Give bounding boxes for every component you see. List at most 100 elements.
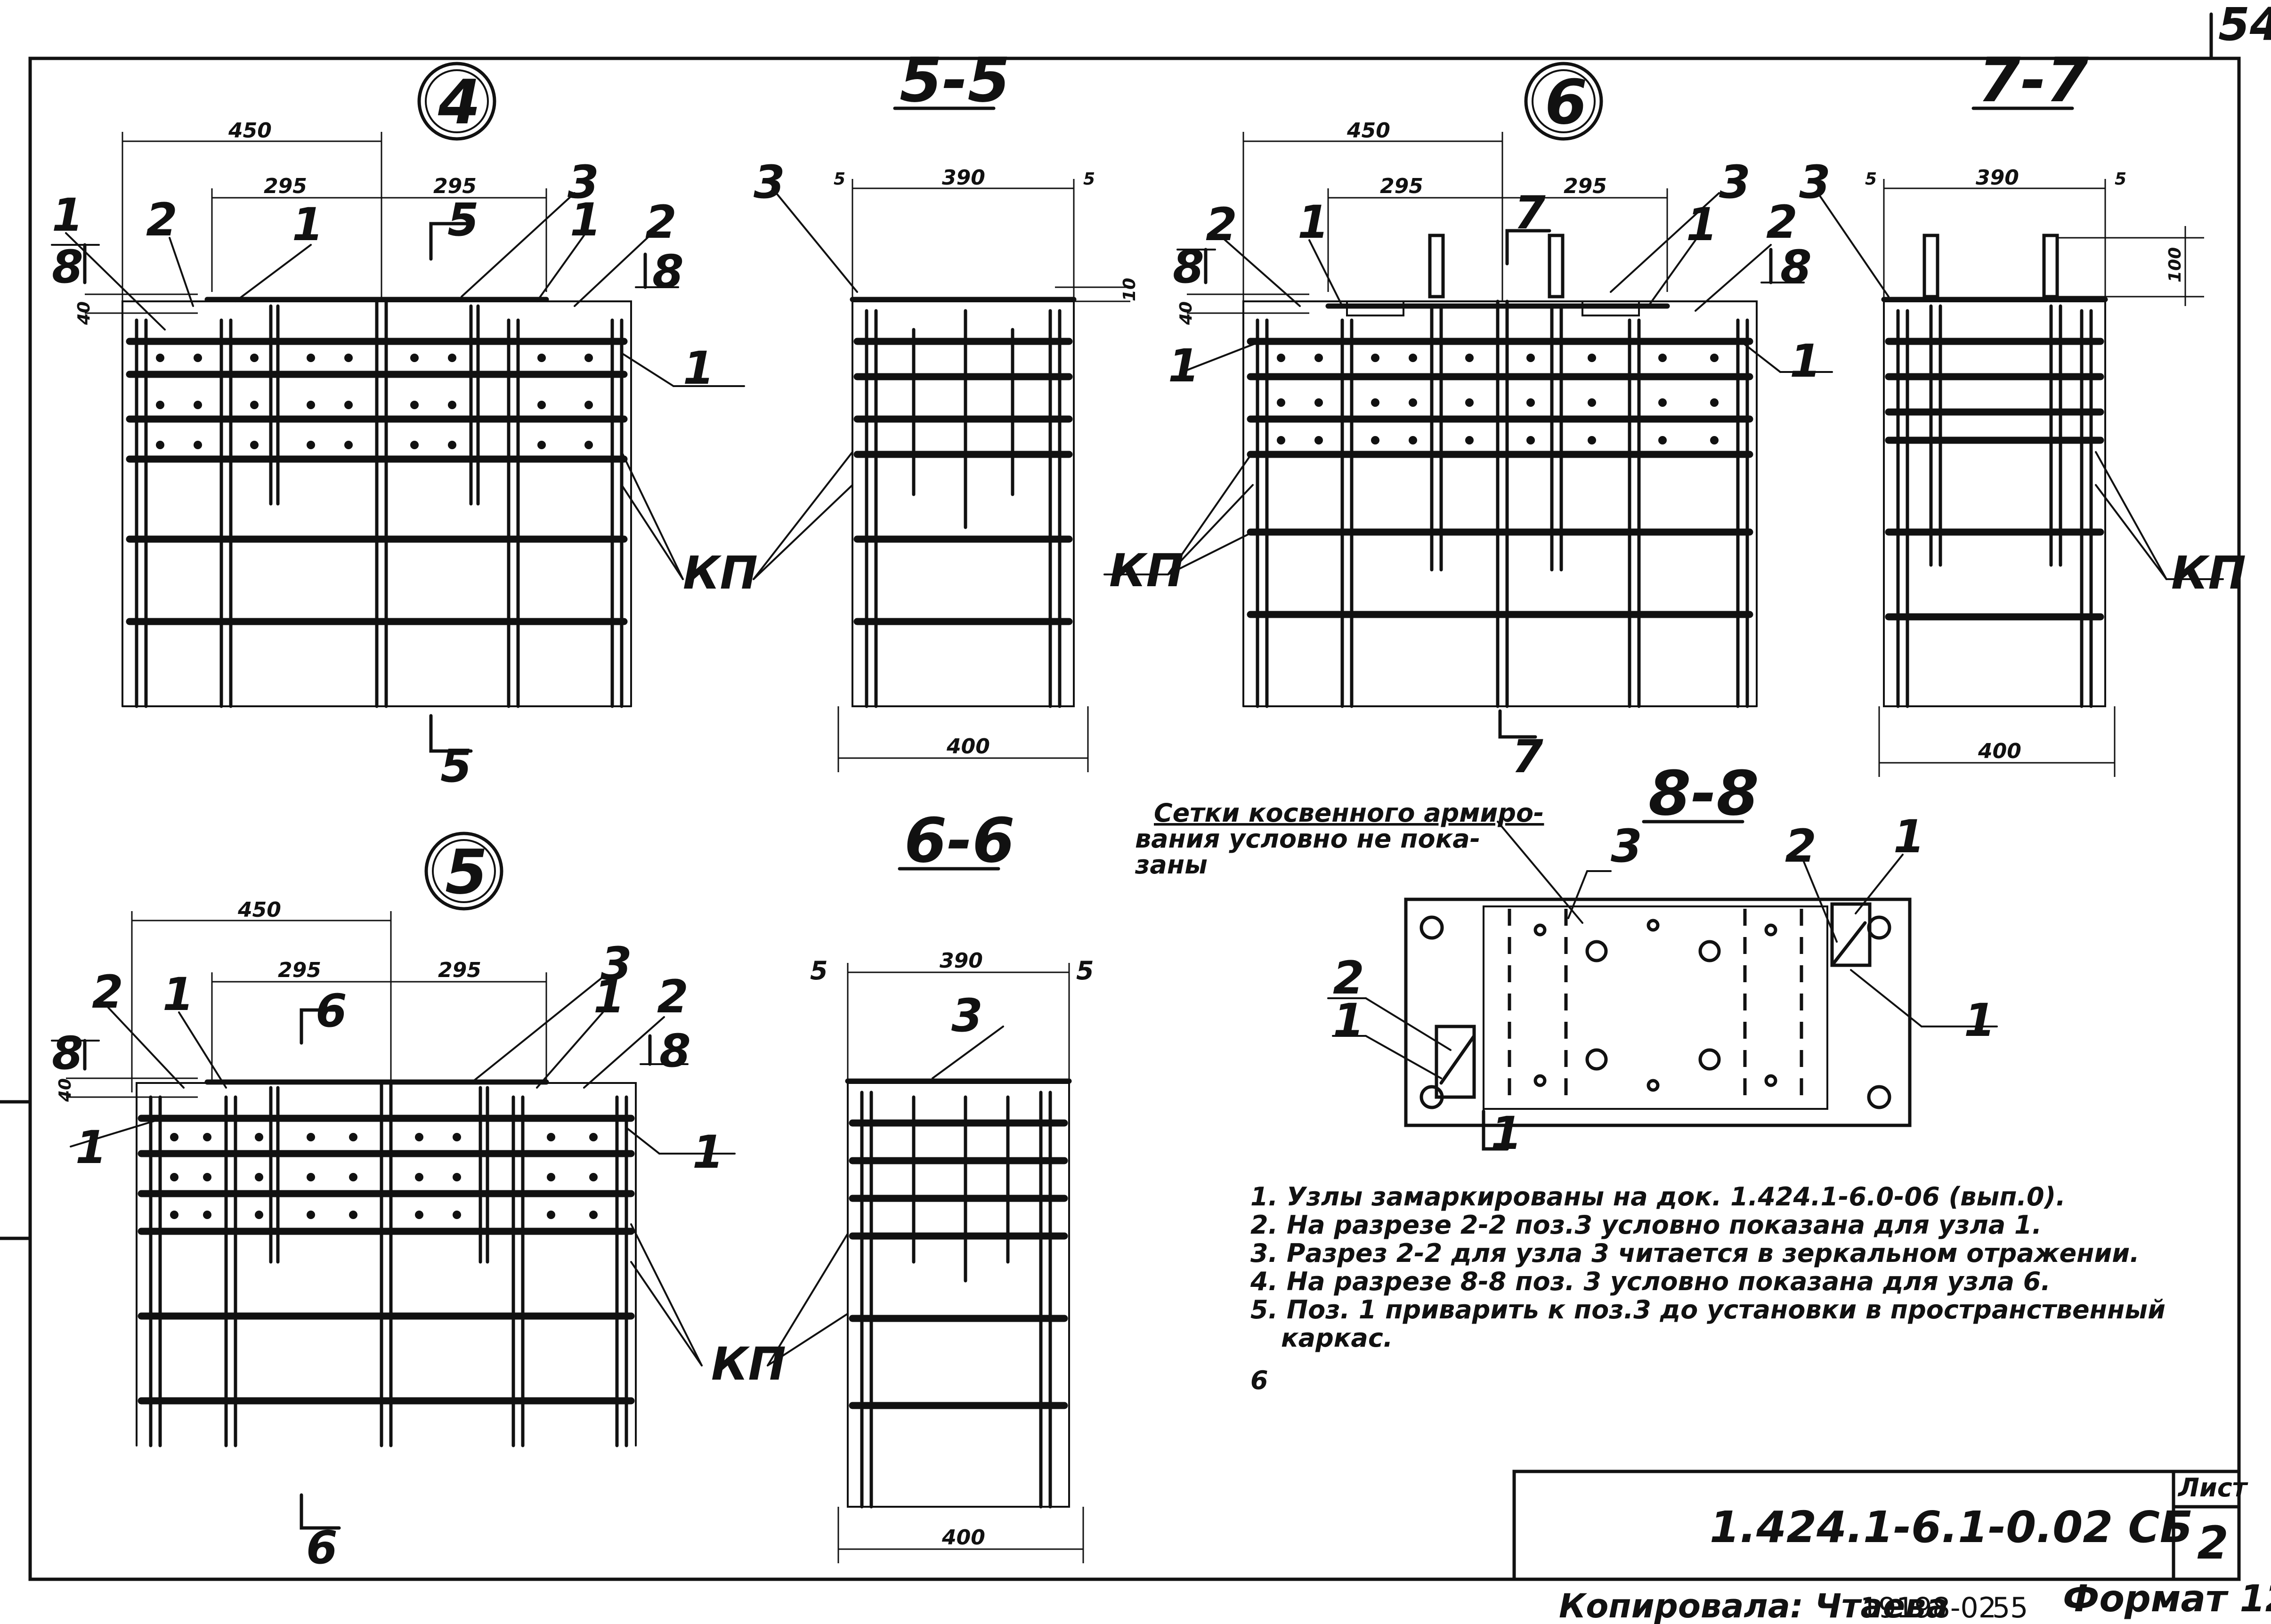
- copied-by: Копировала: Чтаева: [1559, 1587, 1948, 1624]
- section-7-7-title: 7-7: [1978, 44, 2089, 116]
- callout-1-b: 1: [292, 198, 324, 251]
- note-4: 4. На разрезе 8-8 поз. 3 условно показан…: [1250, 1267, 2051, 1296]
- dim-390-a: 390: [942, 166, 985, 190]
- cut-8-right-b: 8: [1780, 241, 1812, 293]
- kp-label-1: КП: [683, 547, 758, 599]
- footer: Копировала: Чтаева 19198-02 55 Формат 12: [1559, 1578, 2271, 1624]
- cut-6-bottom: 6: [306, 1521, 338, 1574]
- kp-leader-top-left: КП: [621, 451, 853, 599]
- node-5-label: 5: [445, 836, 487, 908]
- node-4-label: 4: [438, 66, 480, 138]
- callout-2-a: 2: [146, 194, 178, 246]
- format-label: Формат 12: [2063, 1578, 2271, 1620]
- sheet-frame: [0, 12, 2241, 1581]
- document-code: 1.424.1-6.1-0.02 СБ: [1710, 1502, 2193, 1552]
- cut-8-left: 8: [52, 241, 83, 293]
- node-5-elevation: 5 450 295 295 40: [51, 832, 849, 1574]
- dim-40-c: 40: [56, 1078, 75, 1102]
- callout-1-d: 1: [683, 342, 714, 395]
- section-8-8: 8-8 1 3 2 1 1: [1327, 758, 1998, 1160]
- side-note-line-2: вания условно не пока-: [1135, 824, 1480, 854]
- callout-3-d: 3: [1799, 156, 1831, 209]
- section-6-6-title: 6-6: [904, 805, 1015, 876]
- callout-1-i: 1: [162, 968, 194, 1021]
- dim-40: 40: [74, 301, 94, 325]
- dim-10: 10: [1120, 278, 1139, 301]
- callout-2-h: 2: [1333, 952, 1364, 1004]
- callout-1-o: 1: [1333, 994, 1364, 1047]
- sheet-label: Лист: [2177, 1473, 2248, 1503]
- section-5-5-title: 5-5: [900, 44, 1010, 116]
- copy-number: 19198-02: [1860, 1592, 1996, 1624]
- cut-8-left-b: 8: [1173, 241, 1204, 293]
- cut-8-right: 8: [652, 245, 684, 298]
- dim-5-a1: 5: [834, 170, 845, 189]
- callout-1-m: 1: [1893, 810, 1925, 863]
- dim-40-b: 40: [1176, 301, 1196, 325]
- dim-295-c1: 295: [278, 958, 321, 982]
- dim-5-a2: 5: [1083, 170, 1095, 189]
- callout-1-h: 1: [1790, 335, 1821, 388]
- dim-5-c1: 5: [810, 956, 828, 986]
- note-5: 5. Поз. 1 приварить к поз.3 до установки…: [1250, 1295, 2166, 1325]
- cut-7-top: 7: [1514, 186, 1546, 239]
- page-ref: 55: [1992, 1592, 2028, 1624]
- callout-1-k: 1: [593, 970, 625, 1023]
- side-note-line-3: заны: [1135, 850, 1208, 880]
- dim-100: 100: [2166, 247, 2185, 283]
- callout-3-g: 3: [1611, 820, 1642, 873]
- note-5-continued: каркас.: [1281, 1323, 1393, 1353]
- dim-390-b: 390: [1976, 166, 2019, 190]
- cut-8-left-c: 8: [52, 1027, 83, 1080]
- cut-8-right-c: 8: [659, 1025, 691, 1077]
- dim-295-left: 295: [264, 174, 307, 198]
- kp-label-2: КП: [1109, 544, 1184, 597]
- callout-1-l: 1: [692, 1126, 724, 1179]
- note-2: 2. На разрезе 2-2 поз.3 условно показана…: [1250, 1210, 2042, 1240]
- dim-5-b2: 5: [2115, 170, 2126, 189]
- cut-5-top: 5: [447, 194, 479, 246]
- dim-295-c2: 295: [438, 958, 481, 982]
- section-7-7: 7-7 390 5 5 100 400 3: [1799, 44, 2246, 777]
- page-number: 54: [2218, 0, 2271, 51]
- cut-6-top: 6: [316, 985, 347, 1037]
- callout-2-d: 2: [1766, 196, 1798, 249]
- general-notes: 1. Узлы замаркированы на док. 1.424.1-6.…: [1250, 1182, 2166, 1395]
- note-1: 1. Узлы замаркированы на док. 1.424.1-6.…: [1250, 1182, 2066, 1212]
- cut-5-bottom: 5: [440, 740, 472, 792]
- callout-1-j: 1: [75, 1121, 107, 1174]
- dim-450: 450: [228, 119, 272, 143]
- node-6-label: 6: [1545, 66, 1587, 138]
- node-4-elevation: 4 450 295 295 40: [51, 62, 745, 792]
- dim-400-b: 400: [1978, 739, 2021, 763]
- cut-1-label: 1: [1491, 1107, 1522, 1160]
- callout-2-f: 2: [657, 970, 689, 1023]
- title-block: [1512, 1470, 2241, 1581]
- note-6: 6: [1250, 1365, 1268, 1395]
- side-note: Сетки косвенного армиро- вания условно н…: [1135, 798, 1583, 924]
- dim-400-a: 400: [946, 735, 990, 759]
- section-8-8-title: 8-8: [1648, 758, 1759, 829]
- dim-400-c: 400: [941, 1526, 985, 1550]
- node-6-elevation: 6 450 295 295 40: [1103, 62, 1833, 783]
- dim-390-c: 390: [940, 949, 983, 973]
- callout-1-e: 1: [1298, 196, 1329, 249]
- sheet-number: 2: [2197, 1517, 2229, 1569]
- callout-2-b: 2: [645, 196, 677, 249]
- section-6-6: 6-6 390 5 5 400 3: [810, 805, 1094, 1563]
- callout-2-g: 2: [1785, 820, 1817, 873]
- callout-2-c: 2: [1206, 198, 1237, 251]
- dim-450-b: 450: [1346, 119, 1390, 143]
- dim-5-b1: 5: [1865, 170, 1877, 189]
- cut-7-bottom: 7: [1512, 730, 1543, 783]
- kp-label-4: КП: [711, 1338, 786, 1390]
- dim-295-b1: 295: [1380, 174, 1423, 198]
- callout-3-f: 3: [951, 989, 983, 1042]
- callout-3-e: 3: [600, 937, 632, 990]
- callout-2-e: 2: [92, 966, 123, 1018]
- note-3: 3. Разрез 2-2 для узла 3 читается в зерк…: [1250, 1238, 2140, 1268]
- callout-1-g: 1: [1686, 198, 1718, 251]
- callout-1-c: 1: [570, 194, 601, 246]
- callout-1-f: 1: [1168, 339, 1200, 392]
